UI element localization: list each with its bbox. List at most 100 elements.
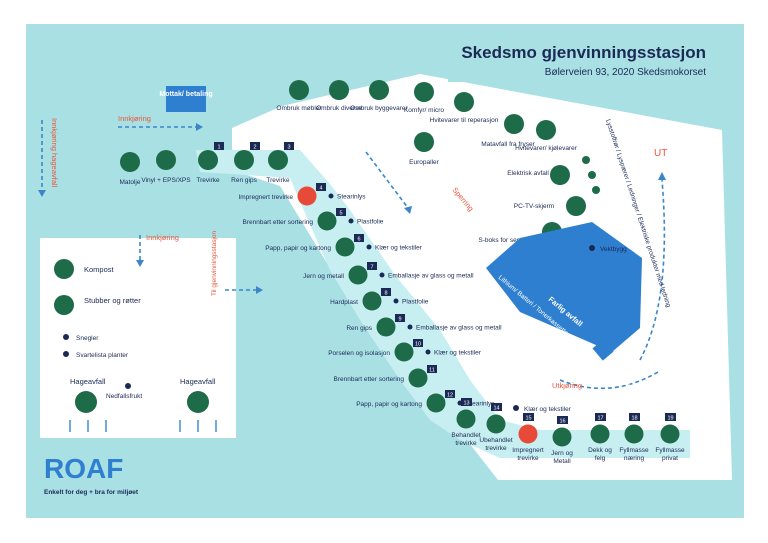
station-4-icon [297,186,317,206]
station-13-icon [456,409,476,429]
roaf-tagline: Enkelt for deg + bra for miljøet [44,489,139,496]
station-4-side-label: Stearinlys [337,194,366,201]
farlig-avfall-building [486,222,642,352]
ombruk-mobler-label: Ombruk møbler [276,105,322,112]
tag-1: 1 [217,145,220,151]
station-17-tag-bg [595,413,606,421]
station-8-side-label: Plastfolie [402,299,429,306]
station-6-icon [335,237,355,257]
station-6-side-label: Klær og tekstiler [375,245,423,252]
ombruk-byggevarer-icon [369,80,389,100]
station-10-label: Porselen og isolasjon [328,350,390,357]
station-16-icon [552,427,572,447]
station-15-tag: 15 [525,416,531,422]
mottak-label: Mottak/ betaling [159,91,212,98]
trevirke-2-icon [268,150,288,170]
station-7-tag: 7 [370,265,373,271]
station-5-side-dot [348,218,354,224]
stubber-icon [54,295,74,315]
station-10-side-label: Klær og tekstiler [434,350,482,357]
nedfallsfrukt-dot [125,383,131,389]
ut-label: UT [654,148,667,159]
station-8-side-dot [393,298,399,304]
station-12-label: Papp, papir og kartong [356,401,422,408]
flow-arrows [41,120,666,390]
station-16-tag-bg [557,416,568,424]
station-9-icon [376,317,396,337]
station-15-icon [518,424,538,444]
station-5-side-label: Plastfolie [357,219,384,226]
station-11-label: Brennbart etter sortering [334,376,405,383]
snegler-dot [63,334,69,340]
station-8-tag-bg [381,288,391,296]
top-row: Matolje Vinyl + EPS/XPS Trevirke Ren gip… [120,150,290,186]
hvitevarer-rep-label: Hvitevarer til reperasjon [430,117,499,124]
klaer-bottom-label: Klær og tekstiler [524,406,572,413]
station-11-icon [408,368,428,388]
matolje-icon [120,152,140,172]
europaller-icon [414,132,434,152]
utkjoring-label: Utkjøring [552,381,582,390]
hage-down-arrows [69,420,217,432]
kompost-icon [54,259,74,279]
station-16-tag: 16 [559,419,565,425]
station-18-icon [624,424,644,444]
station-9-tag: 9 [398,317,401,323]
vinyl-label: Vinyl + EPS/XPS [141,177,191,184]
station-12-tag-bg [445,390,455,398]
station-6-side-dot [366,244,372,250]
station-area [232,74,732,480]
station-6-tag: 6 [357,237,360,243]
ombruk-byggevarer-label: Ombruk byggevarer [350,105,408,112]
pctv-icon [566,196,586,216]
station-5-icon [317,211,337,231]
trevirke-2-label: Trevirke [266,177,290,184]
station-10-tag-bg [413,339,423,347]
station-14-tag: 14 [493,406,499,412]
ren-gips-label: Ren gips [231,177,257,184]
snegler-label: Snegler [76,335,99,342]
header-box [448,34,744,82]
trevirke-1-icon [198,150,218,170]
station-6-tag-bg [354,234,364,242]
hvitevarer-icon [536,120,556,140]
station-10-tag: 10 [415,342,421,348]
station-5-tag-bg [336,208,346,216]
matavfall-label: Matavfall fra fryser [481,141,535,148]
station-18-tag-bg [629,413,640,421]
station-4-tag: 4 [319,186,322,192]
page-title: Skedsmo gjenvinningsstasjon [461,43,706,62]
svartelista-dot [63,351,69,357]
station-7-icon [348,265,368,285]
sboks-label: S-boks for sensitive data [478,237,550,244]
arrow-heads [38,123,666,294]
innkjoring-left-label: Innkjøring [146,233,179,242]
station-10-icon [394,342,414,362]
ombruk-diverse-label: Ombruk diverse [316,105,362,112]
elektrisk-label: Elektrisk avfall [507,170,549,177]
station-5-tag: 5 [339,211,342,217]
vinyl-icon [156,150,176,170]
station-13-tag: 13 [463,401,469,407]
hage-items: Kompost Stubber og røtter Snegler Svarte… [54,259,216,413]
innkjoring-hageavfall-label: Innkjøring hageavfall [50,118,59,188]
station-17-tag: 17 [597,416,603,422]
station-7-side-dot [379,272,385,278]
station-9-side-dot [407,324,413,330]
nedfallsfrukt-label: Nedfallsfrukt [106,393,142,400]
station-10-side-dot [425,349,431,355]
station-17-icon [590,424,610,444]
europaller-label: Europaller [409,159,439,166]
station-7-tag-bg [367,262,377,270]
station-12-icon [426,393,446,413]
station-6-label: Papp, papir og kartong [265,245,331,252]
